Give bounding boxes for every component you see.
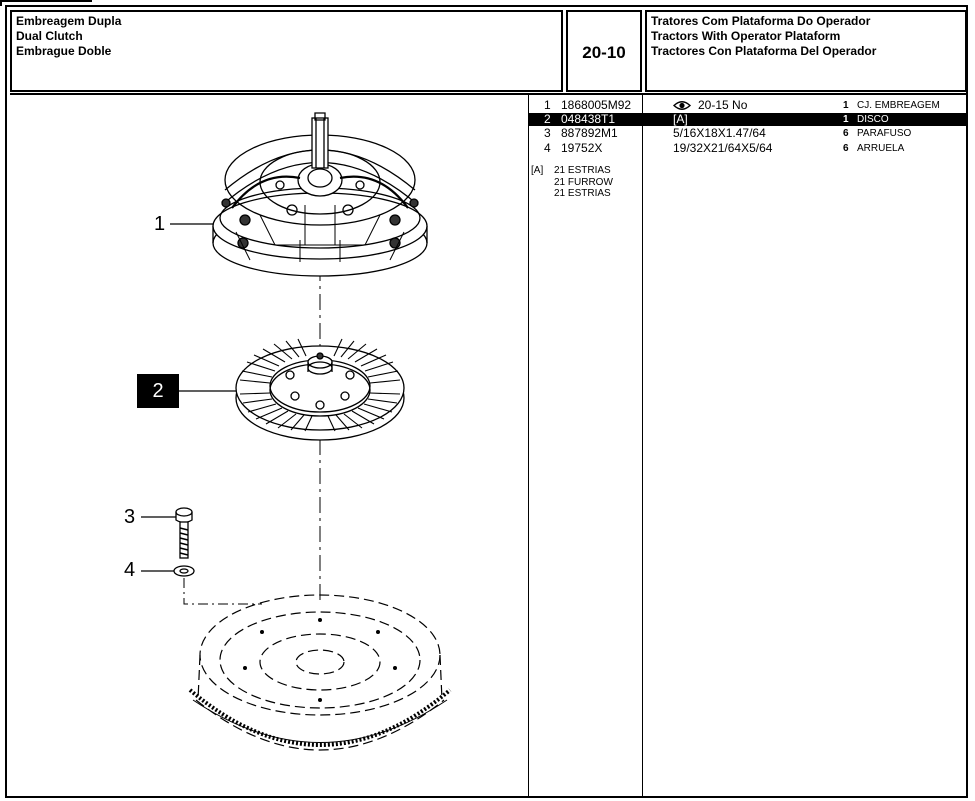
group-es: Tractores Con Plataforma Del Operador [651,44,877,58]
title-pt: Embreagem Dupla [16,14,122,28]
top-tab-mark [0,0,92,6]
note-line: 21 ESTRIAS [554,188,611,199]
body-top-border [10,93,968,95]
page-frame [5,5,968,798]
description: 19/32X21/64X5/64 [673,141,773,155]
note-line: 21 ESTRIAS [554,165,611,176]
title-box: Embreagem Dupla Dual Clutch Embrague Dob… [10,10,563,92]
washer-drawing [173,565,195,577]
group-box: Tratores Com Plataforma Do Operador Trac… [645,10,967,92]
title-es: Embrague Doble [16,44,112,58]
callout-4[interactable]: 4 [124,559,136,581]
part-name: CJ. EMBREAGEM [857,100,940,111]
clutch-disc-drawing [235,338,405,441]
diagram-divider [528,95,529,796]
flywheel-drawing [195,594,445,751]
exploded-view-diagram [141,112,452,751]
disc-friction-grooves [239,338,401,432]
part-number[interactable]: 048438T1 [561,112,616,126]
flywheel-ring-gear [188,688,452,747]
flywheel-bolt-holes [243,618,397,702]
note-marker: [A] [531,165,544,176]
eye-icon[interactable] [672,100,692,114]
group-pt: Tratores Com Plataforma Do Operador [651,14,871,28]
parts-row-4[interactable]: 4 19752X 19/32X21/64X5/64 6 ARRUELA [528,142,966,155]
item-number: 4 [544,141,551,155]
parts-row-3[interactable]: 3 887892M1 5/16X18X1.47/64 6 PARAFUSO [528,127,966,140]
item-number: 3 [544,126,551,140]
note-line: 21 FURROW [554,176,613,188]
title-en: Dual Clutch [16,29,83,43]
description: 20-15 No [698,98,748,112]
parts-row-1[interactable]: 1 1868005M92 20-15 No 1 CJ. EMBREAGEM [528,99,966,112]
item-number: 2 [544,112,551,126]
callout-3[interactable]: 3 [124,506,136,528]
callout-1[interactable]: 1 [154,213,166,235]
part-number[interactable]: 19752X [561,141,603,155]
bolt-dash-leader [183,578,262,605]
quantity: 6 [843,128,849,139]
clutch-assembly-drawing [212,112,428,277]
section-code-box: 20-10 [566,10,642,92]
bolt-drawing [175,507,193,559]
description: [A] [673,112,688,126]
callout-2[interactable]: 2 [137,374,179,408]
description: 5/16X18X1.47/64 [673,126,766,140]
part-name: PARAFUSO [857,128,912,139]
quantity: 1 [843,100,849,111]
part-name: ARRUELA [857,143,905,154]
parts-row-2[interactable]: 2 048438T1 [A] 1 DISCO [528,113,966,126]
part-number[interactable]: 887892M1 [561,126,618,140]
group-en: Tractors With Operator Plataform [651,29,841,43]
item-number: 1 [544,98,551,112]
part-name: DISCO [857,114,889,125]
quantity: 1 [843,114,849,125]
partnumber-divider [642,95,643,796]
section-code: 20-10 [582,43,626,62]
quantity: 6 [843,143,849,154]
part-number[interactable]: 1868005M92 [561,98,632,112]
